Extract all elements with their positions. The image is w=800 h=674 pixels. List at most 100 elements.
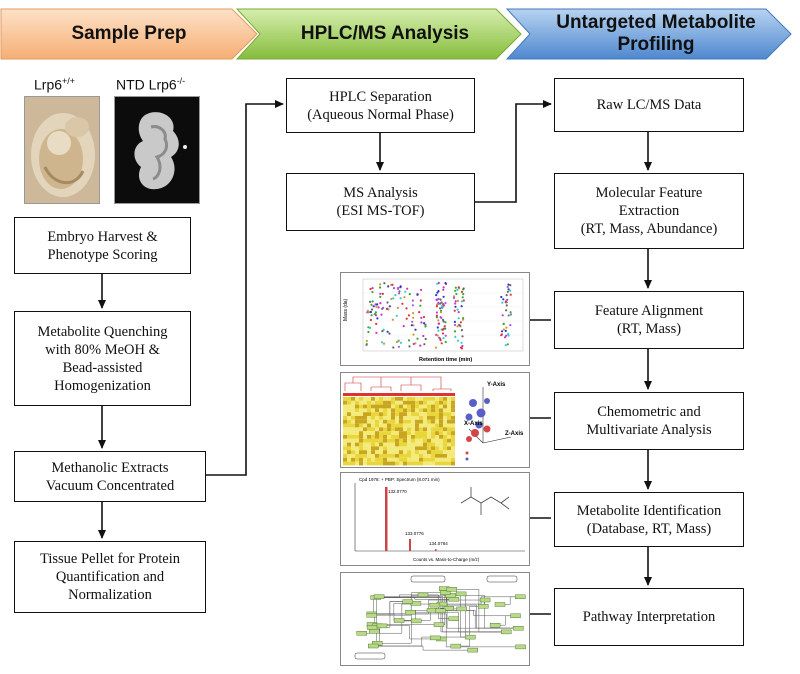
scatter-point	[509, 311, 512, 314]
scatter-point	[391, 318, 394, 321]
heatmap-cell	[451, 404, 455, 409]
heatmap-cell	[347, 435, 351, 439]
pathway-map-svg	[354, 575, 526, 660]
heatmap-cell	[403, 461, 407, 466]
heatmap-cell	[419, 461, 423, 466]
heatmap-cell	[427, 400, 431, 405]
heatmap-cell	[443, 457, 447, 462]
scatter-point	[441, 328, 444, 331]
heatmap-cell	[343, 412, 347, 416]
heatmap-cell	[371, 442, 375, 447]
scatter-point	[453, 323, 457, 327]
heatmap-cell	[371, 431, 375, 435]
heatmap-cell	[351, 431, 355, 435]
heatmap-cell	[395, 416, 399, 420]
heatmap-cell	[443, 454, 447, 458]
heatmap-cell	[359, 412, 363, 416]
heatmap-cell	[399, 397, 403, 401]
heatmap-cell	[387, 438, 391, 443]
heatmap-cell	[403, 404, 407, 409]
heatmap-cell	[359, 423, 363, 428]
scatter-point	[505, 294, 508, 297]
feature-alignment-text: Feature Alignment (RT, Mass)	[594, 303, 704, 337]
heatmap-cell	[379, 446, 383, 451]
pathway-node	[393, 618, 405, 623]
scatter-point	[416, 337, 419, 340]
heatmap-cell	[359, 400, 363, 405]
scatter-point	[442, 286, 445, 289]
heatmap-cell	[367, 435, 371, 439]
heatmap-cell	[383, 431, 387, 435]
spectrum-peak3: 134.0764	[429, 541, 448, 546]
scatter-point	[375, 305, 378, 308]
scatter-point	[455, 292, 458, 296]
heatmap-cell	[439, 446, 443, 451]
heatmap-cell	[375, 442, 379, 447]
mut-label-text: NTD Lrp6	[116, 76, 177, 93]
heatmap-cell	[407, 419, 411, 424]
scatter-point	[460, 329, 463, 332]
scatter-point	[369, 310, 372, 314]
scatter-point	[501, 301, 504, 304]
heatmap-cell	[415, 423, 419, 428]
heatmap-pca-svg: Y-Axis X-Axis Z-Axis	[343, 376, 524, 466]
heatmap-cell	[427, 435, 431, 439]
pathway-node	[515, 594, 526, 599]
heatmap-cell	[375, 461, 379, 466]
heatmap-cell	[451, 461, 455, 466]
heatmap-cell	[419, 412, 423, 416]
scatter-point	[509, 293, 512, 296]
heatmap-cell	[427, 438, 431, 443]
heatmap-cell	[447, 427, 451, 432]
scatter-point	[442, 304, 446, 307]
heatmap-cell	[387, 400, 391, 405]
scatter-point	[444, 321, 447, 324]
heatmap-cell	[355, 450, 359, 454]
heatmap-cell	[383, 416, 387, 420]
heatmap-cell	[427, 450, 431, 454]
heatmap-cell	[435, 412, 439, 416]
heatmap-cell	[423, 416, 427, 420]
heatmap-cell	[375, 400, 379, 405]
heatmap-cell	[447, 416, 451, 420]
pathway-node	[494, 602, 506, 607]
heatmap-cell	[443, 412, 447, 416]
scatter-point	[438, 336, 441, 339]
scatter-point	[374, 303, 377, 306]
heatmap-cell	[419, 427, 423, 432]
pathway-node	[456, 606, 467, 612]
heatmap-cell	[451, 400, 455, 405]
heatmap-cell	[419, 438, 423, 443]
heatmap-cell	[375, 416, 379, 420]
heatmap-cell	[451, 438, 455, 443]
heatmap-cell	[403, 400, 407, 405]
scatter-point	[414, 328, 417, 331]
heatmap-cell	[347, 423, 351, 428]
scatter-point	[453, 330, 457, 333]
scatter-point	[500, 330, 504, 333]
scatter-point	[435, 314, 438, 317]
scatter-ylabel: Mass (da)	[343, 298, 349, 321]
scatter-point	[424, 323, 427, 326]
raw-lcms-data-text: Raw LC/MS Data	[596, 97, 702, 113]
heatmap-cell	[447, 400, 451, 405]
scatter-point	[505, 326, 508, 329]
heatmap-cell	[359, 431, 363, 435]
heatmap-cell	[391, 400, 395, 405]
pca-x-axis: X-Axis	[464, 421, 483, 427]
heatmap-cell	[407, 461, 411, 466]
heatmap-cell	[375, 408, 379, 413]
scatter-point	[457, 286, 460, 289]
scatter-point	[456, 325, 459, 328]
scatter-point	[452, 295, 456, 298]
scatter-point	[376, 317, 379, 320]
scatter-point	[500, 334, 503, 337]
heatmap-cell	[395, 457, 399, 462]
heatmap-cell	[447, 442, 451, 447]
heatmap-cell	[435, 454, 439, 458]
heatmap-cell	[439, 412, 443, 416]
scatter-point	[456, 288, 459, 291]
heatmap-cell	[367, 446, 371, 451]
pathway-node	[513, 626, 524, 631]
heatmap-cell	[411, 397, 415, 401]
